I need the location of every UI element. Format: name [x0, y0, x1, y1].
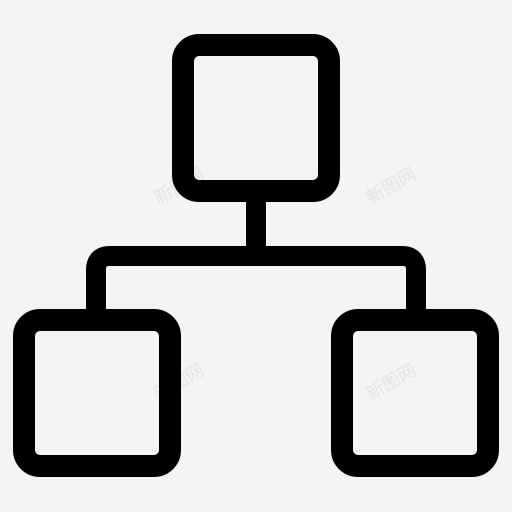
bottom-right-node-box [331, 309, 499, 477]
bottom-left-node-box [13, 309, 181, 477]
watermark-text: 新图网 [363, 164, 420, 209]
watermark-text: 新图网 [363, 360, 420, 405]
top-node-box [172, 34, 340, 202]
connector-branch [86, 246, 426, 320]
